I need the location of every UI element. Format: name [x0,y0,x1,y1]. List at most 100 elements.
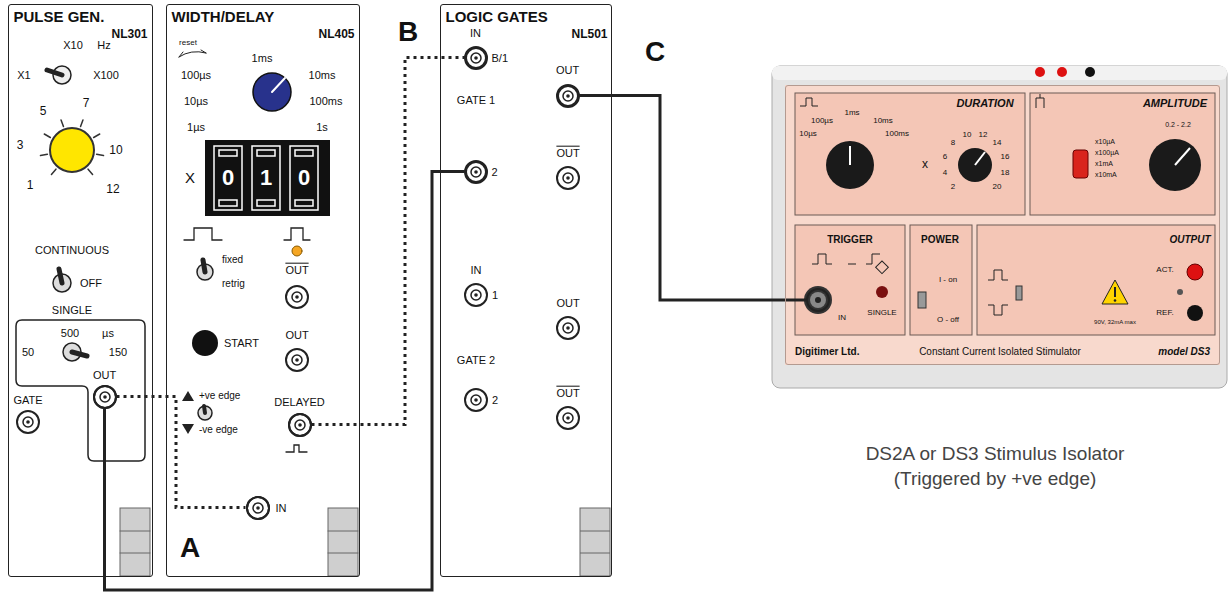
stimulus-isolator [795,93,1215,335]
panel-label: X10 [63,39,83,52]
patch-cable [312,58,465,425]
stimulus-isolator [1114,299,1117,302]
panel-label: 100ms [309,95,342,108]
device-label: DURATION [956,97,1013,110]
stimulus-isolator [1177,289,1183,295]
panel-label: CONTINUOUS [35,244,109,257]
logic-gates-module [557,317,579,339]
width-delay-module [184,228,222,240]
pulse-gen-module [51,169,55,174]
pulse-gen-module [16,320,145,461]
logic-gates-module [580,508,610,576]
logic-gates-module [557,167,579,189]
pulse-gen-module [8,4,153,577]
stimulus-isolator [1187,264,1203,280]
stimulus-isolator [800,98,818,106]
width-delay-module [247,497,269,519]
stimulus-isolator [812,254,880,264]
device-label: 20 [992,182,1001,191]
stimulus-isolator [958,148,992,182]
device-label: SINGLE [867,308,896,317]
device-label: POWER [921,234,959,246]
panel-label: OFF [80,277,102,290]
width-delay-module [192,330,218,356]
panel-label: 50 [22,346,34,359]
stimulus-isolator [815,297,821,303]
width-delay-module [257,200,275,206]
width-delay-module [179,50,206,57]
socket: 2 [465,161,487,183]
device-label: I - on [939,275,957,284]
width-delay-module [328,508,358,576]
panel-label: -ve edge [199,424,238,436]
width-delay-module [219,200,237,206]
logic-gates-module [557,407,579,429]
width-delay-module [252,146,280,210]
panel-label: IN [471,264,482,277]
stimulus-isolator [1114,287,1116,297]
stimulus-isolator [977,225,1215,335]
panel-label: OUT [556,147,579,160]
pulse-gen-module [59,269,62,283]
panel-label: 10 [109,144,122,158]
width-delay-module [286,445,307,452]
width-delay-module [286,286,308,308]
pulse-gen-module [81,120,83,127]
caption: DS2A or DS3 Stimulus Isolator (Triggered… [835,442,1155,491]
device-label: 6 [943,152,947,161]
stimulus-isolator [772,66,1227,388]
logic-gates-module [465,389,487,411]
panel-label: 1µs [187,121,205,134]
device-label: Digitimer Ltd. [795,346,859,358]
logic-gates-module [465,284,487,306]
patch-cable [579,96,807,301]
logic-gates-module [440,4,612,577]
device-label: 0.2 - 2.2 [1165,121,1191,129]
panel-label: X1 [17,69,30,82]
stimulus-isolator [1016,286,1022,300]
panel-label: X [185,169,195,186]
device-label: AMPLITUDE [1143,97,1207,110]
device-label: 100ms [885,129,909,138]
device-label: 100µs [811,116,833,125]
panel-label: 10µs [184,95,208,108]
width-delay-module [182,424,194,434]
logic-gates-module [440,4,612,577]
pulse-gen-module [72,352,87,356]
panel-label: 12 [106,183,119,197]
stimulus-isolator [804,286,832,314]
stimulus-isolator [1057,67,1067,77]
socket-label: OUT [556,63,579,76]
panel-label: 10ms [309,69,336,82]
device-label: 10µs [799,129,817,138]
digit-display: 1 [260,165,272,190]
pulse-gen-module [88,169,92,174]
socket-label: IN [838,313,846,322]
socket-label: B/1 [492,51,509,64]
device-label: 1ms [844,108,859,117]
socket-label: IN [276,501,287,514]
pulse-gen-module [8,4,153,577]
panel-label: 7 [83,97,90,111]
width-delay-module [205,140,330,216]
socket: OUT [557,85,579,107]
panel-label: retrig [222,278,245,290]
panel-label: +ve edge [199,390,240,402]
device-label: x [922,158,928,172]
width-delay-module [219,150,237,156]
module-title: PULSE GEN. [14,8,105,25]
stimulus-isolator [772,66,1227,80]
device-label: Constant Current Isolated Stimulator [919,346,1081,358]
stimulus-isolator [918,292,926,308]
width-delay-module [292,246,302,256]
module-panel: WIDTH/DELAYNL405DELAYEDIN [166,4,360,577]
panel-label: GATE 2 [457,354,495,367]
stimulus-isolator [1036,94,1044,108]
panel-label: µs [102,327,114,340]
panel-label: 100µs [181,69,211,82]
stimulus-isolator [1035,67,1045,77]
stimulus-isolator [1102,280,1128,304]
stimulus-isolator [1085,67,1095,77]
